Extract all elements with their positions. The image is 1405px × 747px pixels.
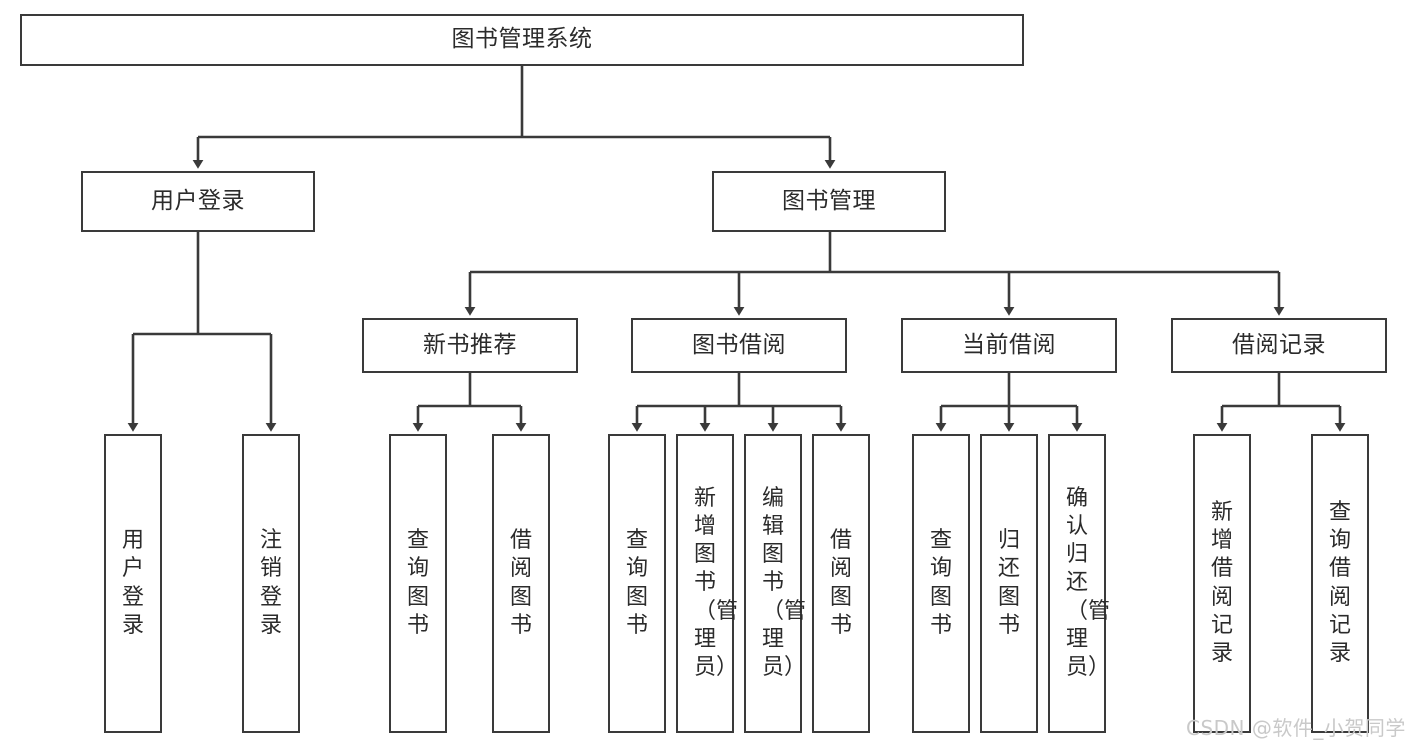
leaf-book-borrow-3[interactable]: 编辑图书（管理员）	[744, 434, 807, 733]
leaf-book-borrow-1-label: 查询图书	[626, 528, 649, 638]
leaf-current-borrow-2[interactable]: 归还图书	[980, 434, 1038, 733]
leaf-book-borrow-2-label: 新增图书（管理员）	[694, 485, 739, 680]
leaf-book-borrow-1[interactable]: 查询图书	[608, 434, 666, 733]
node-book-borrow-label: 图书借阅	[692, 331, 786, 358]
leaf-book-borrow-4[interactable]: 借阅图书	[812, 434, 870, 733]
leaf-user-login-2-label: 注销登录	[260, 528, 283, 638]
node-borrow-records[interactable]: 借阅记录	[1171, 318, 1387, 373]
leaf-book-borrow-3-label: 编辑图书（管理员）	[762, 485, 807, 680]
watermark: CSDN @软件_小贺同学	[1186, 716, 1405, 740]
node-user-login-label: 用户登录	[151, 187, 245, 214]
leaf-book-borrow-2[interactable]: 新增图书（管理员）	[676, 434, 739, 733]
leaf-new-book-1[interactable]: 查询图书	[389, 434, 447, 733]
leaf-user-login-1[interactable]: 用户登录	[104, 434, 162, 733]
node-book-manage-label: 图书管理	[782, 187, 876, 214]
node-root-label: 图书管理系统	[451, 26, 593, 53]
leaf-current-borrow-1-label: 查询图书	[930, 528, 953, 638]
node-root[interactable]: 图书管理系统	[20, 14, 1024, 66]
leaf-user-login-1-label: 用户登录	[122, 528, 145, 638]
leaf-current-borrow-1[interactable]: 查询图书	[912, 434, 970, 733]
node-current-borrow[interactable]: 当前借阅	[901, 318, 1117, 373]
leaf-current-borrow-3-label: 确认归还（管理员）	[1066, 485, 1111, 680]
node-new-book-recommend[interactable]: 新书推荐	[362, 318, 578, 373]
node-book-borrow[interactable]: 图书借阅	[631, 318, 847, 373]
leaf-current-borrow-3[interactable]: 确认归还（管理员）	[1048, 434, 1111, 733]
leaf-borrow-record-1-label: 新增借阅记录	[1211, 500, 1234, 666]
node-current-borrow-label: 当前借阅	[962, 331, 1056, 358]
node-user-login[interactable]: 用户登录	[81, 171, 315, 232]
leaf-user-login-2[interactable]: 注销登录	[242, 434, 300, 733]
leaf-borrow-record-1[interactable]: 新增借阅记录	[1193, 434, 1251, 733]
leaf-new-book-2[interactable]: 借阅图书	[492, 434, 550, 733]
leaf-borrow-record-2-label: 查询借阅记录	[1329, 500, 1352, 666]
leaf-book-borrow-4-label: 借阅图书	[830, 528, 853, 638]
node-book-manage[interactable]: 图书管理	[712, 171, 946, 232]
leaf-current-borrow-2-label: 归还图书	[998, 528, 1021, 638]
leaf-borrow-record-2[interactable]: 查询借阅记录	[1311, 434, 1369, 733]
node-new-book-recommend-label: 新书推荐	[423, 331, 517, 358]
leaf-new-book-1-label: 查询图书	[407, 528, 430, 638]
node-borrow-records-label: 借阅记录	[1232, 331, 1326, 358]
leaf-new-book-2-label: 借阅图书	[510, 528, 533, 638]
